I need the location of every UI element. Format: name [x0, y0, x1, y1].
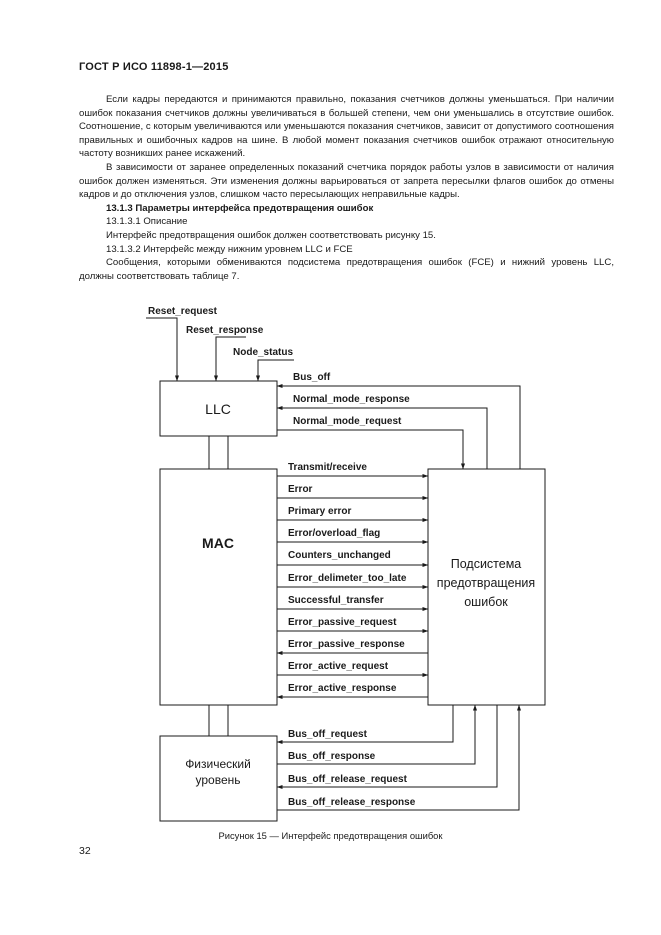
- reset-request-arrow: [146, 317, 180, 382]
- bus-off-request-arrow: [276, 705, 454, 745]
- signal-label: Normal_mode_response: [293, 394, 410, 405]
- document-header: ГОСТ Р ИСО 11898-1—2015: [79, 61, 229, 73]
- normal-mode-request-arrow: [277, 429, 466, 470]
- paragraph: Интерфейс предотвращения ошибок должен с…: [106, 229, 436, 241]
- signal-label: Reset_response: [186, 325, 264, 336]
- bus-off-release-request-arrow: [276, 705, 498, 790]
- phy-label: уровень: [195, 773, 240, 787]
- signal-label: Error/overload_flag: [288, 528, 380, 539]
- reset-response-arrow: [213, 336, 246, 382]
- figure-caption: Рисунок 15 — Интерфейс предотвращения ош…: [218, 830, 443, 841]
- signal-label: Node_status: [233, 347, 293, 358]
- signal-label: Error_active_response: [288, 683, 397, 694]
- fce-label: Подсистема: [451, 557, 522, 571]
- subsection-heading: 13.1.3.1 Описание: [106, 216, 188, 228]
- paragraph: Сообщения, которыми обмениваются подсист…: [79, 257, 614, 282]
- bus-off-response-arrow: [277, 704, 478, 765]
- llc-box: [159, 380, 278, 437]
- phy-box: [159, 735, 278, 822]
- fce-label: ошибок: [464, 595, 508, 609]
- phy-label: Физический: [185, 757, 251, 771]
- mac-box: [159, 468, 278, 706]
- signal-label: Counters_unchanged: [288, 550, 391, 561]
- subsection-heading: 13.1.3.2 Интерфейс между нижним уровнем …: [106, 243, 353, 255]
- bus-off-release-response-arrow: [277, 704, 522, 811]
- signal-label: Bus_off_response: [288, 751, 376, 762]
- signal-label: Error_passive_request: [288, 617, 397, 628]
- node-status-arrow: [255, 359, 294, 382]
- fce-box: [427, 468, 546, 706]
- signal-label: Error: [288, 484, 313, 495]
- signal-label: Error_active_request: [288, 661, 389, 672]
- signal-label: Bus_off_release_response: [288, 797, 416, 808]
- normal-mode-response-arrow: [276, 405, 488, 469]
- signal-label: Reset_request: [148, 306, 218, 317]
- signal-label: Error_passive_response: [288, 639, 405, 650]
- mac-label: MAC: [202, 535, 234, 551]
- signal-label: Primary error: [288, 506, 351, 517]
- signal-label: Bus_off: [293, 372, 331, 383]
- signal-label: Normal_mode_request: [293, 416, 402, 427]
- paragraph: В зависимости от заранее определенных по…: [79, 161, 614, 201]
- signal-label: Successful_transfer: [288, 595, 384, 606]
- bus-off-arrow: [276, 383, 521, 469]
- llc-label: LLC: [205, 401, 231, 417]
- section-heading: 13.1.3 Параметры интерфейса предотвращен…: [106, 202, 374, 214]
- paragraph: Если кадры передаются и принимаются прав…: [79, 94, 614, 160]
- page-number: 32: [79, 845, 91, 857]
- signal-label: Bus_off_request: [288, 729, 368, 740]
- signal-label: Bus_off_release_request: [288, 774, 408, 785]
- signal-label: Error_delimeter_too_late: [288, 573, 407, 584]
- signal-label: Transmit/receive: [288, 462, 367, 473]
- fce-label: предотвращения: [437, 576, 535, 590]
- document-body: Если кадры передаются и принимаются прав…: [79, 93, 614, 283]
